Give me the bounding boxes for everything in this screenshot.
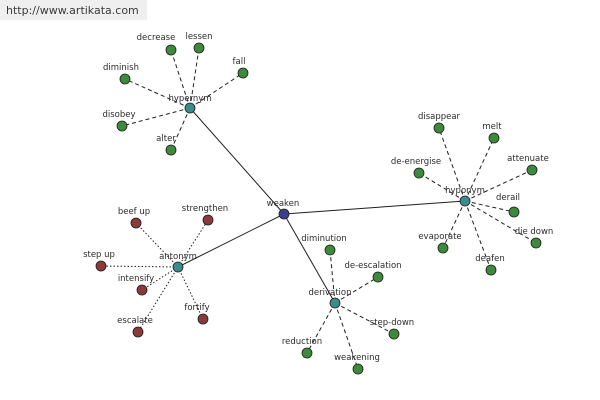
word-label-escalate: escalate [117, 316, 153, 326]
word-label-strengthen: strengthen [182, 204, 228, 214]
word-label-decrease: decrease [137, 33, 176, 43]
relation-label-antonym: antonym [159, 252, 197, 262]
word-node-weakening[interactable] [352, 363, 364, 375]
word-node-diminution[interactable] [324, 244, 336, 256]
edge-hypernym-diminish [124, 78, 191, 109]
word-label-fortify: fortify [184, 303, 209, 313]
edge-hyponym-melt [464, 137, 495, 202]
edge-hyponym-attenuate [464, 169, 533, 202]
edge-antonym-strengthen [177, 219, 209, 268]
word-node-de-energise[interactable] [413, 167, 425, 179]
edge-hypernym-fall [189, 72, 244, 109]
word-label-disobey: disobey [102, 110, 135, 120]
word-node-melt[interactable] [488, 132, 500, 144]
word-label-beef-up: beef up [118, 207, 150, 217]
word-node-deafen[interactable] [485, 264, 497, 276]
word-node-lessen[interactable] [193, 42, 205, 54]
word-node-alter[interactable] [165, 144, 177, 156]
word-node-de-escalation[interactable] [372, 271, 384, 283]
edge-weaken-hyponym [283, 200, 466, 215]
word-label-diminution: diminution [301, 234, 346, 244]
word-label-step-up: step up [83, 250, 115, 260]
word-node-intensify[interactable] [136, 284, 148, 296]
word-node-disobey[interactable] [116, 120, 128, 132]
word-label-derail: derail [496, 193, 520, 203]
word-label-step-down: step-down [370, 318, 414, 328]
edge-hypernym-lessen [189, 47, 200, 109]
word-node-diminish[interactable] [119, 73, 131, 85]
root-node-weaken[interactable] [278, 208, 290, 220]
relation-node-hyponym[interactable] [459, 195, 471, 207]
relation-label-hypernym: hypernym [168, 94, 211, 104]
edge-hypernym-disobey [121, 107, 191, 127]
word-node-attenuate[interactable] [526, 164, 538, 176]
word-label-intensify: intensify [118, 274, 154, 284]
edge-antonym-step-up [100, 265, 179, 268]
edge-antonym-intensify [141, 266, 179, 291]
graph-edges [100, 47, 537, 370]
edge-weaken-hypernym [189, 107, 285, 215]
edge-derivation-weakening [334, 302, 359, 370]
word-node-fall[interactable] [237, 67, 249, 79]
word-label-evaporate: evaporate [418, 232, 461, 242]
edge-hyponym-deafen [464, 200, 492, 271]
word-label-attenuate: attenuate [507, 154, 549, 164]
edge-hyponym-evaporate [442, 200, 466, 249]
edge-hyponym-de-energise [418, 172, 466, 202]
edge-weaken-antonym [177, 213, 285, 268]
word-node-die-down[interactable] [530, 237, 542, 249]
word-node-strengthen[interactable] [202, 214, 214, 226]
word-label-de-energise: de-energise [391, 157, 441, 167]
edge-antonym-escalate [137, 266, 179, 333]
word-node-fortify[interactable] [197, 313, 209, 325]
word-node-evaporate[interactable] [437, 242, 449, 254]
edge-hypernym-decrease [170, 49, 191, 109]
edge-hyponym-derail [464, 200, 515, 213]
word-node-escalate[interactable] [132, 326, 144, 338]
word-label-fall: fall [233, 57, 246, 67]
edge-derivation-reduction [306, 302, 336, 354]
word-label-weakening: weakening [334, 353, 380, 363]
edge-hyponym-disappear [438, 127, 466, 202]
edge-antonym-fortify [177, 266, 204, 320]
edge-weaken-derivation [283, 213, 336, 304]
word-node-step-down[interactable] [388, 328, 400, 340]
word-label-disappear: disappear [418, 112, 461, 122]
word-node-step-up[interactable] [95, 260, 107, 272]
source-url-watermark: http://www.artikata.com [0, 0, 147, 20]
word-node-reduction[interactable] [301, 347, 313, 359]
graph-nodes [95, 42, 542, 375]
word-label-deafen: deafen [475, 254, 504, 264]
relation-node-derivation[interactable] [329, 297, 341, 309]
root-label-weaken: weaken [267, 199, 300, 209]
edge-hypernym-alter [170, 107, 191, 151]
word-label-die-down: die down [515, 227, 554, 237]
word-node-derail[interactable] [508, 206, 520, 218]
relation-node-hypernym[interactable] [184, 102, 196, 114]
word-label-diminish: diminish [103, 63, 139, 73]
word-label-alter: alter [156, 134, 176, 144]
word-label-de-escalation: de-escalation [344, 261, 401, 271]
word-node-disappear[interactable] [433, 122, 445, 134]
word-label-reduction: reduction [282, 337, 322, 347]
relation-label-derivation: derivation [308, 288, 351, 298]
edge-derivation-diminution [329, 249, 336, 304]
relation-label-hyponym: hyponym [445, 186, 485, 196]
edge-derivation-de-escalation [334, 276, 379, 304]
word-node-decrease[interactable] [165, 44, 177, 56]
word-label-lessen: lessen [185, 32, 212, 42]
relation-node-antonym[interactable] [172, 261, 184, 273]
word-label-melt: melt [482, 122, 502, 132]
word-node-beef-up[interactable] [130, 217, 142, 229]
graph-labels: decrease lessen diminish fall disobey alter di… [83, 32, 553, 363]
